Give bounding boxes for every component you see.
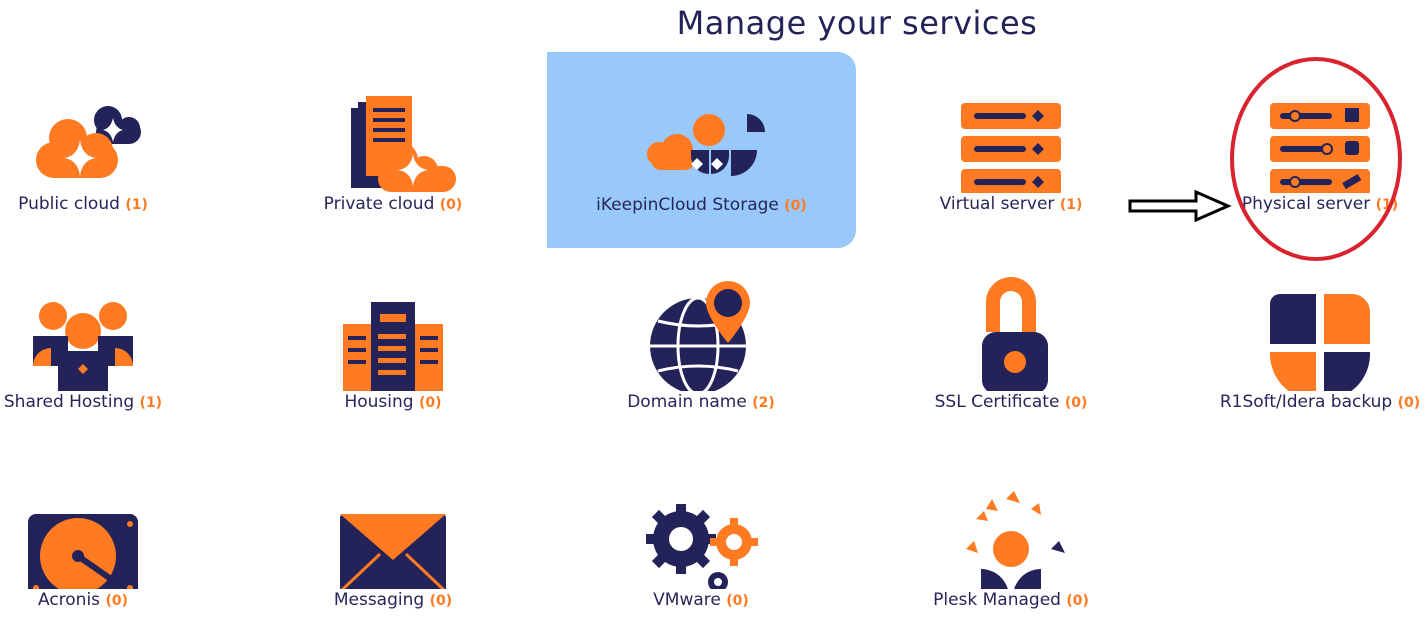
service-tile-private-cloud[interactable]: Private cloud (0) — [293, 52, 493, 232]
service-count: (1) — [1059, 197, 1083, 213]
service-count: (0) — [726, 593, 749, 609]
annotation-arrow-icon — [1128, 190, 1232, 222]
service-tile-public-cloud[interactable]: Public cloud (1) — [0, 52, 183, 232]
service-tile-ssl-certificate[interactable]: SSL Certificate (0) — [911, 250, 1111, 430]
housing-icon — [343, 302, 443, 391]
private-cloud-icon — [351, 96, 456, 192]
service-tile-physical-server[interactable]: Physical server (1) — [1220, 52, 1420, 232]
service-label: iKeepinCloud Storage — [596, 195, 779, 215]
globe-pin-icon — [650, 281, 750, 391]
service-tile-acronis[interactable]: Acronis (0) — [0, 448, 183, 628]
storage-icon — [646, 114, 765, 176]
backup-icon — [1270, 294, 1371, 391]
service-tile-shared-hosting[interactable]: Shared Hosting (1) — [0, 250, 183, 430]
service-count: (0) — [1397, 395, 1421, 411]
service-count: (0) — [418, 395, 442, 411]
virtual-server-icon — [961, 103, 1061, 193]
service-tile-vmware[interactable]: VMware (0) — [601, 448, 801, 628]
service-count: (0) — [1064, 395, 1088, 411]
service-count: (0) — [105, 593, 128, 609]
service-count: (0) — [429, 593, 453, 609]
service-count: (0) — [439, 197, 463, 213]
service-count: (0) — [784, 198, 807, 214]
gears-icon — [646, 504, 758, 589]
service-label: Virtual server — [939, 194, 1055, 214]
service-label: Shared Hosting — [3, 392, 135, 412]
service-count: (0) — [1066, 593, 1089, 609]
service-count: (2) — [752, 395, 775, 411]
service-label: Physical server — [1241, 194, 1371, 214]
plesk-icon — [966, 491, 1065, 589]
page-title: Manage your services — [676, 4, 1038, 42]
service-label: R1Soft/Idera backup — [1219, 392, 1393, 412]
shared-hosting-icon — [33, 302, 133, 391]
service-tile-ikeepincloud-storage[interactable]: iKeepinCloud Storage (0) — [547, 52, 856, 248]
service-label: Public cloud — [18, 194, 120, 214]
service-label: Acronis — [37, 590, 101, 610]
service-count: (1) — [125, 197, 148, 213]
service-tile-domain-name[interactable]: Domain name (2) — [601, 250, 801, 430]
envelope-icon — [340, 514, 446, 589]
physical-server-icon — [1270, 103, 1370, 193]
service-label: Messaging — [333, 590, 425, 610]
service-tile-r1soft-backup[interactable]: R1Soft/Idera backup (0) — [1220, 250, 1420, 430]
service-count: (1) — [139, 395, 163, 411]
service-tile-virtual-server[interactable]: Virtual server (1) — [911, 52, 1111, 232]
service-tile-housing[interactable]: Housing (0) — [293, 250, 493, 430]
service-label: Plesk Managed — [933, 590, 1061, 610]
service-label: Housing — [344, 392, 414, 412]
annotation-circle-icon — [1230, 57, 1402, 261]
service-label: Private cloud — [323, 194, 435, 214]
service-label: Domain name — [627, 392, 747, 412]
service-tile-plesk-managed[interactable]: Plesk Managed (0) — [911, 448, 1111, 628]
service-label: VMware — [653, 590, 721, 610]
padlock-icon — [982, 277, 1048, 391]
service-label: SSL Certificate — [934, 392, 1060, 412]
cloud-icon — [36, 106, 141, 178]
service-tile-messaging[interactable]: Messaging (0) — [293, 448, 493, 628]
hard-drive-icon — [28, 514, 138, 589]
